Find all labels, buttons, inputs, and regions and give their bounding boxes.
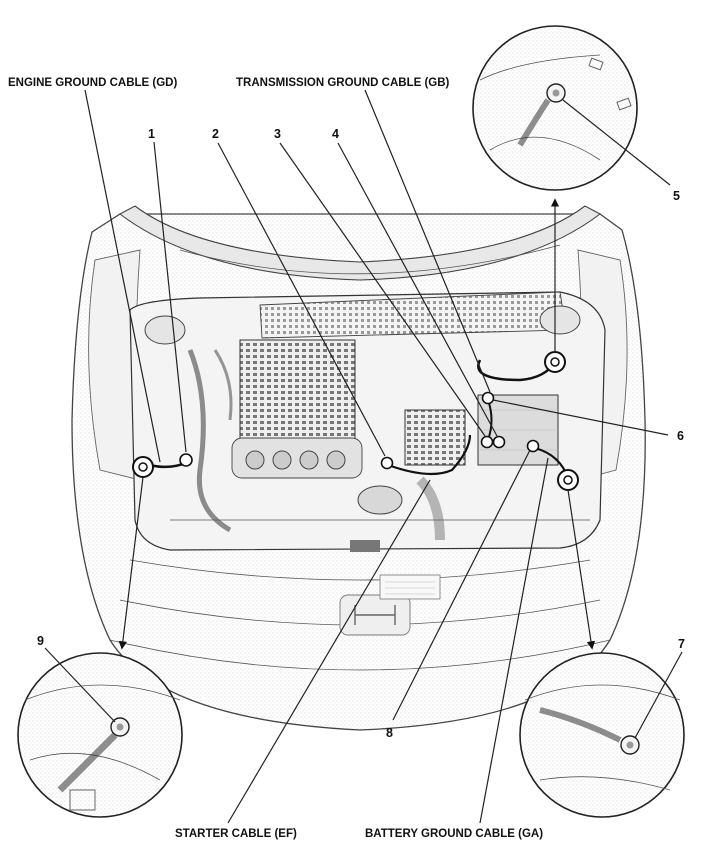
label-engine-ground-cable: ENGINE GROUND CABLE (GD) [8,77,177,89]
callout-4: 4 [332,127,339,141]
callout-7: 7 [678,637,685,651]
detail-circle-top [472,25,638,191]
label-battery-ground-cable: BATTERY GROUND CABLE (GA) [365,828,543,840]
callout-2: 2 [212,127,219,141]
vehicle-body [71,205,646,731]
ground-points [132,351,579,491]
callout-5: 5 [673,189,680,203]
callout-9: 9 [37,634,44,648]
arrow-to-left-detail [118,476,144,650]
callout-1: 1 [148,127,155,141]
callout-8: 8 [386,726,393,740]
label-transmission-ground-cable: TRANSMISSION GROUND CABLE (GB) [236,77,450,89]
detail-circle-right [519,652,685,818]
leader-lines [44,89,683,824]
detail-circle-left [17,652,183,818]
arrow-to-right-detail [567,489,596,650]
callout-6: 6 [677,429,684,443]
callout-3: 3 [274,127,281,141]
label-starter-cable: STARTER CABLE (EF) [175,828,297,840]
